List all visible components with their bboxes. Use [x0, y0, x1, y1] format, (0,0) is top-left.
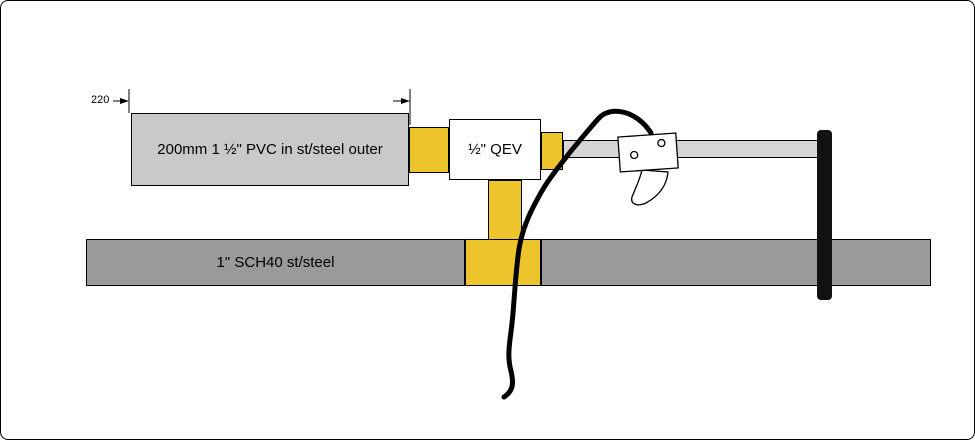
trigger-lever	[631, 169, 669, 206]
dimension-label: 220	[91, 94, 110, 106]
tee-fitting	[465, 239, 541, 286]
pvc-pipe-label: 200mm 1 ½" PVC in st/steel outer	[157, 141, 383, 158]
steel-pipe-label: 1" SCH40 st/steel	[216, 254, 335, 271]
fitting-right	[541, 132, 563, 170]
fitting-left	[409, 127, 449, 173]
dimension-arrow-right	[401, 98, 410, 104]
pvc-pipe: 200mm 1 ½" PVC in st/steel outer	[131, 113, 409, 186]
vertical-fitting	[488, 180, 522, 241]
qev-label: ½" QEV	[468, 141, 522, 158]
mounting-bar	[817, 130, 832, 300]
actuator-rod	[563, 140, 831, 158]
steel-pipe-left: 1" SCH40 st/steel	[86, 239, 465, 286]
steel-pipe-right	[541, 239, 931, 286]
qev-valve: ½" QEV	[449, 119, 541, 180]
dimension-arrow-left	[120, 98, 129, 104]
